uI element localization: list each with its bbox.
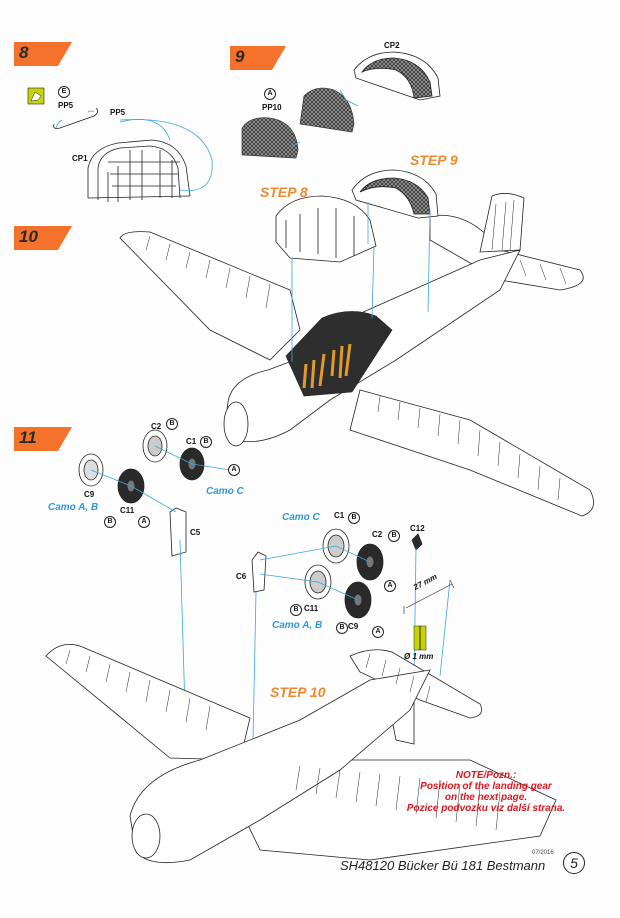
label-pp5-right: PP5 bbox=[110, 108, 126, 117]
note-line-1: Position of the landing gear bbox=[420, 781, 552, 792]
step-9-title: STEP 9 bbox=[410, 152, 458, 168]
label-c9-right: C9 bbox=[348, 622, 359, 631]
lower-aircraft bbox=[45, 643, 557, 864]
note-line-2: on the next page. bbox=[444, 792, 528, 803]
label-c1-right: C1 bbox=[334, 511, 345, 520]
step-8-flag bbox=[14, 42, 72, 66]
kit-title: SH48120 Bücker Bü 181 Bestmann bbox=[340, 858, 546, 873]
wing-ribs-upper bbox=[145, 199, 567, 501]
step8-guide-right bbox=[119, 119, 213, 192]
step-11-number: 11 bbox=[19, 428, 37, 447]
pp10-mesh-panels bbox=[241, 87, 355, 159]
step-8-marker: 8 bbox=[14, 42, 72, 64]
label-c11-right: C11 bbox=[304, 604, 319, 613]
cockpit-seats bbox=[302, 343, 352, 389]
note-line-3: Pozice podvozku viz další strana. bbox=[406, 803, 566, 814]
camo-ab-right: Camo A, B bbox=[272, 620, 323, 631]
badge-a-pp10: A bbox=[264, 88, 276, 100]
cp2-canopy-top bbox=[353, 51, 441, 101]
badge-b-c2a: B bbox=[166, 418, 178, 430]
dimension-line bbox=[405, 583, 453, 609]
label-c1-left: C1 bbox=[186, 437, 197, 446]
step-8-number: 8 bbox=[19, 43, 29, 62]
step-10-flag bbox=[14, 226, 72, 250]
camo-c-left: Camo C bbox=[206, 486, 244, 497]
badge-a-c2b: A bbox=[384, 580, 396, 592]
badge-b-c1a: B bbox=[200, 436, 212, 448]
step-10-marker: 10 bbox=[14, 226, 72, 248]
pp5-part bbox=[53, 107, 98, 129]
label-c9-left: C9 bbox=[84, 490, 95, 499]
label-cp2: CP2 bbox=[384, 41, 400, 50]
badge-b-c1b: B bbox=[348, 512, 360, 524]
badge-b-c9b: B bbox=[336, 622, 348, 634]
label-c6: C6 bbox=[236, 572, 247, 581]
label-cp1: CP1 bbox=[72, 154, 88, 163]
wheel-guides-right bbox=[251, 545, 451, 791]
wing-ribs-lower bbox=[65, 649, 501, 831]
badge-a-c11a: A bbox=[138, 516, 150, 528]
camo-ab-left: Camo A, B bbox=[48, 502, 99, 513]
label-pp5-left: PP5 bbox=[58, 101, 74, 110]
step8-guide-left bbox=[119, 119, 171, 141]
label-c2-right: C2 bbox=[372, 530, 383, 539]
badge-e: E bbox=[58, 86, 70, 98]
step-11-flag bbox=[14, 427, 72, 451]
label-c2-left: C2 bbox=[151, 422, 162, 431]
dimension-diameter: Ø 1 mm bbox=[404, 652, 434, 661]
step10-guides bbox=[291, 202, 431, 362]
camo-c-right: Camo C bbox=[282, 512, 320, 523]
badge-a-c1a: A bbox=[228, 464, 240, 476]
step-9-marker: 9 bbox=[230, 46, 288, 68]
badge-a-c9b: A bbox=[372, 626, 384, 638]
label-c12: C12 bbox=[410, 524, 425, 533]
wheels-group-right bbox=[251, 528, 423, 619]
step-8-title: STEP 8 bbox=[260, 184, 308, 200]
step-11-marker: 11 bbox=[14, 427, 72, 449]
wheels-group-left bbox=[78, 429, 205, 557]
step9-cover-placed bbox=[351, 169, 439, 219]
page-number: 5 bbox=[563, 852, 585, 874]
label-c11-left: C11 bbox=[120, 506, 135, 515]
label-pp10: PP10 bbox=[262, 103, 282, 112]
step-9-number: 9 bbox=[235, 47, 245, 66]
label-c5: C5 bbox=[190, 528, 201, 537]
badge-b-c11b: B bbox=[290, 604, 302, 616]
step8-canopy-frame bbox=[87, 139, 191, 202]
cockpit-opening bbox=[285, 311, 393, 397]
step-10-title: STEP 10 bbox=[270, 684, 326, 700]
note-heading: NOTE/Pozn.: bbox=[455, 770, 517, 781]
landing-gear-note: NOTE/Pozn.: Position of the landing gear… bbox=[386, 770, 586, 814]
badge-b-c11a: B bbox=[104, 516, 116, 528]
step-9-flag bbox=[230, 46, 286, 70]
print-date: 07/2016 bbox=[532, 850, 554, 856]
step-10-number: 10 bbox=[19, 227, 38, 246]
badge-b-c2b: B bbox=[388, 530, 400, 542]
step8-frame-placed bbox=[275, 195, 377, 263]
